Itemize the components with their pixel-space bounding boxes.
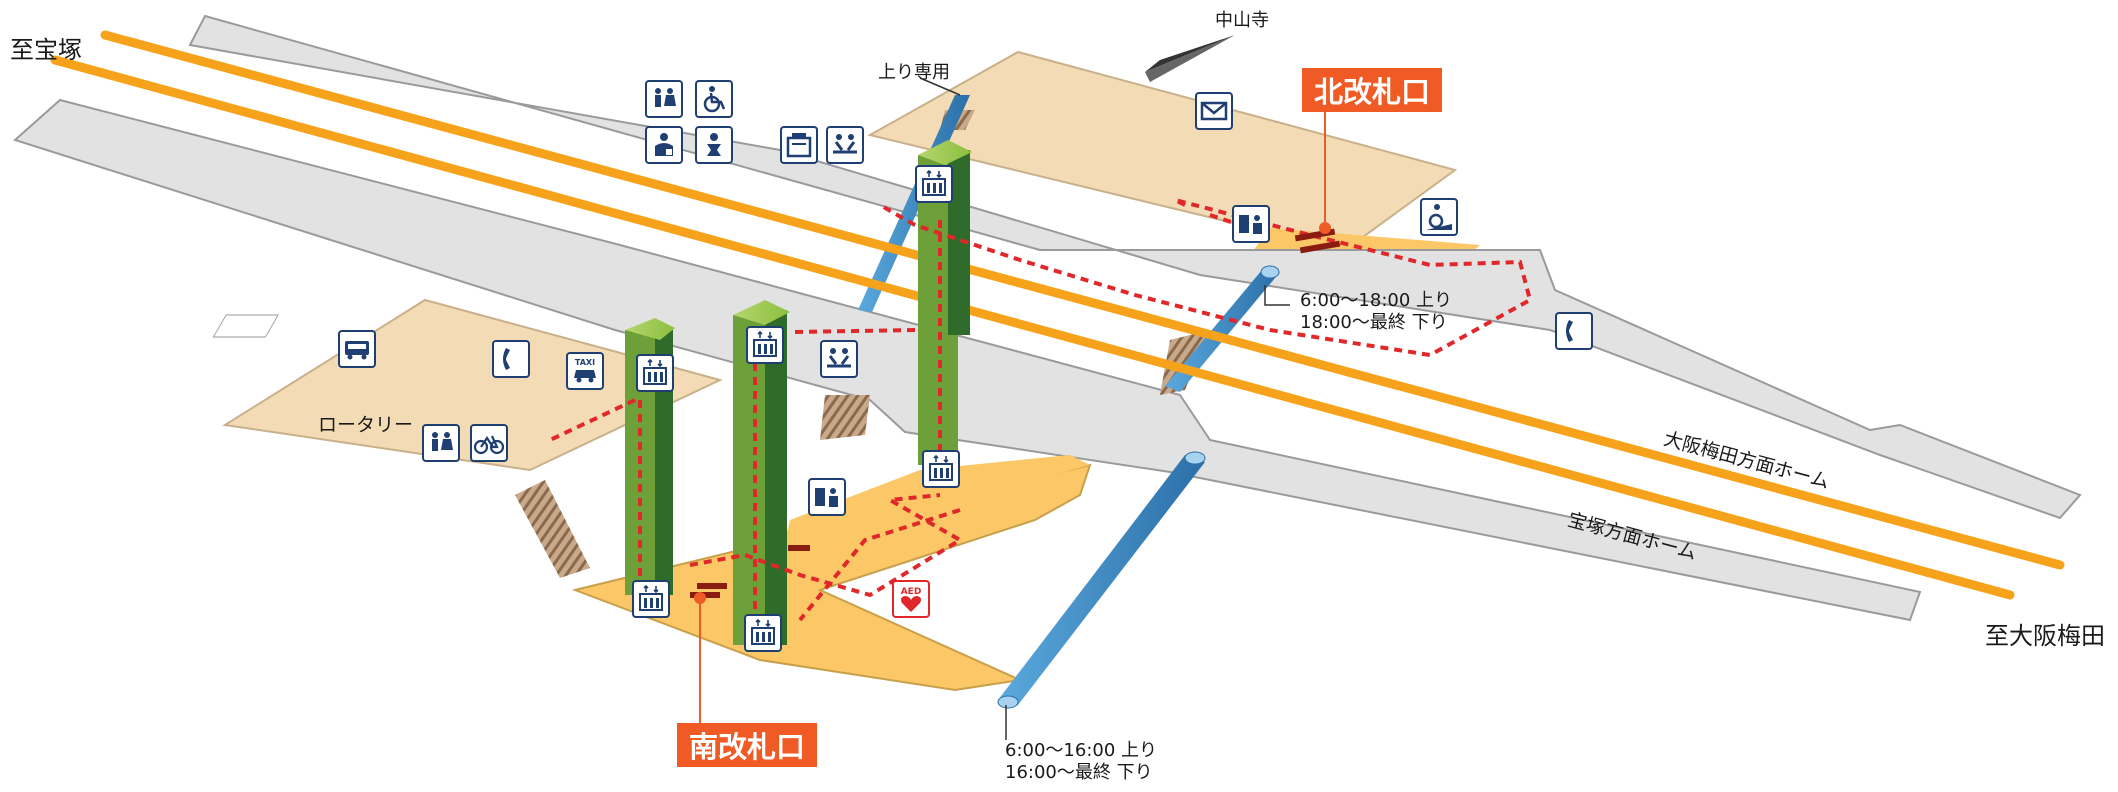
svg-text:TAXI: TAXI [575, 358, 595, 367]
escalator-south-schedule-line2: 16:00〜最終 下り [1005, 762, 1153, 783]
wheelchair-ramp-icon [1420, 198, 1458, 236]
direction-nakayamadera: 中山寺 [1215, 10, 1269, 31]
north-gate-label: 北改札口 [1302, 68, 1443, 112]
svg-text:AED: AED [901, 587, 922, 597]
baby-care-icon [695, 126, 733, 164]
fare-adjustment-icon [808, 478, 846, 516]
aed-icon: AED [892, 580, 930, 618]
track-upper [100, 30, 2065, 570]
elevator-icon [915, 165, 953, 203]
mailbox-icon [1195, 92, 1233, 130]
elevator-icon [746, 326, 784, 364]
elevator-icon [744, 614, 782, 652]
escalator-north [1165, 270, 1280, 392]
telephone-icon [1555, 312, 1593, 350]
south-gate-marker [690, 545, 810, 725]
escalator-north-schedule-line1: 6:00〜18:00 上り [1300, 290, 1453, 311]
waiting-bench-icon [826, 126, 864, 164]
walking-routes [549, 198, 1533, 640]
ostomate-icon [645, 126, 683, 164]
waiting-bench-icon [820, 340, 858, 378]
telephone-icon [492, 340, 530, 378]
bicycle-icon [470, 424, 508, 462]
south-concourse-inner [780, 455, 1090, 560]
stairs-center [820, 395, 870, 440]
direction-osaka-umeda: 至大阪梅田 [1985, 622, 2105, 650]
taxi-icon: TAXI [566, 352, 604, 390]
stairs-rotary [515, 480, 590, 578]
fare-adjustment-icon [1232, 205, 1270, 243]
escalator-south [998, 455, 1205, 705]
direction-takarazuka: 至宝塚 [10, 36, 82, 64]
bus-icon [338, 330, 376, 368]
platform-takarazuka [13, 98, 1922, 622]
escalator-up-only-label: 上り専用 [878, 62, 950, 83]
south-concourse [571, 463, 1092, 692]
elevator-icon [922, 450, 960, 488]
ticket-machine-icon [780, 126, 818, 164]
rotary-label: ロータリー [318, 414, 414, 436]
north-gate-marker [1294, 102, 1341, 254]
elevator-icon [636, 354, 674, 392]
track-lower [50, 55, 2015, 600]
restroom-icon [645, 80, 683, 118]
wheelchair-icon [695, 80, 733, 118]
south-gate-label: 南改札口 [677, 723, 818, 767]
restroom-icon [422, 424, 460, 462]
escalator-north-schedule-line2: 18:00〜最終 下り [1300, 312, 1448, 333]
escalator-south-schedule-line1: 6:00〜16:00 上り [1005, 740, 1158, 761]
elevator-icon [632, 580, 670, 618]
